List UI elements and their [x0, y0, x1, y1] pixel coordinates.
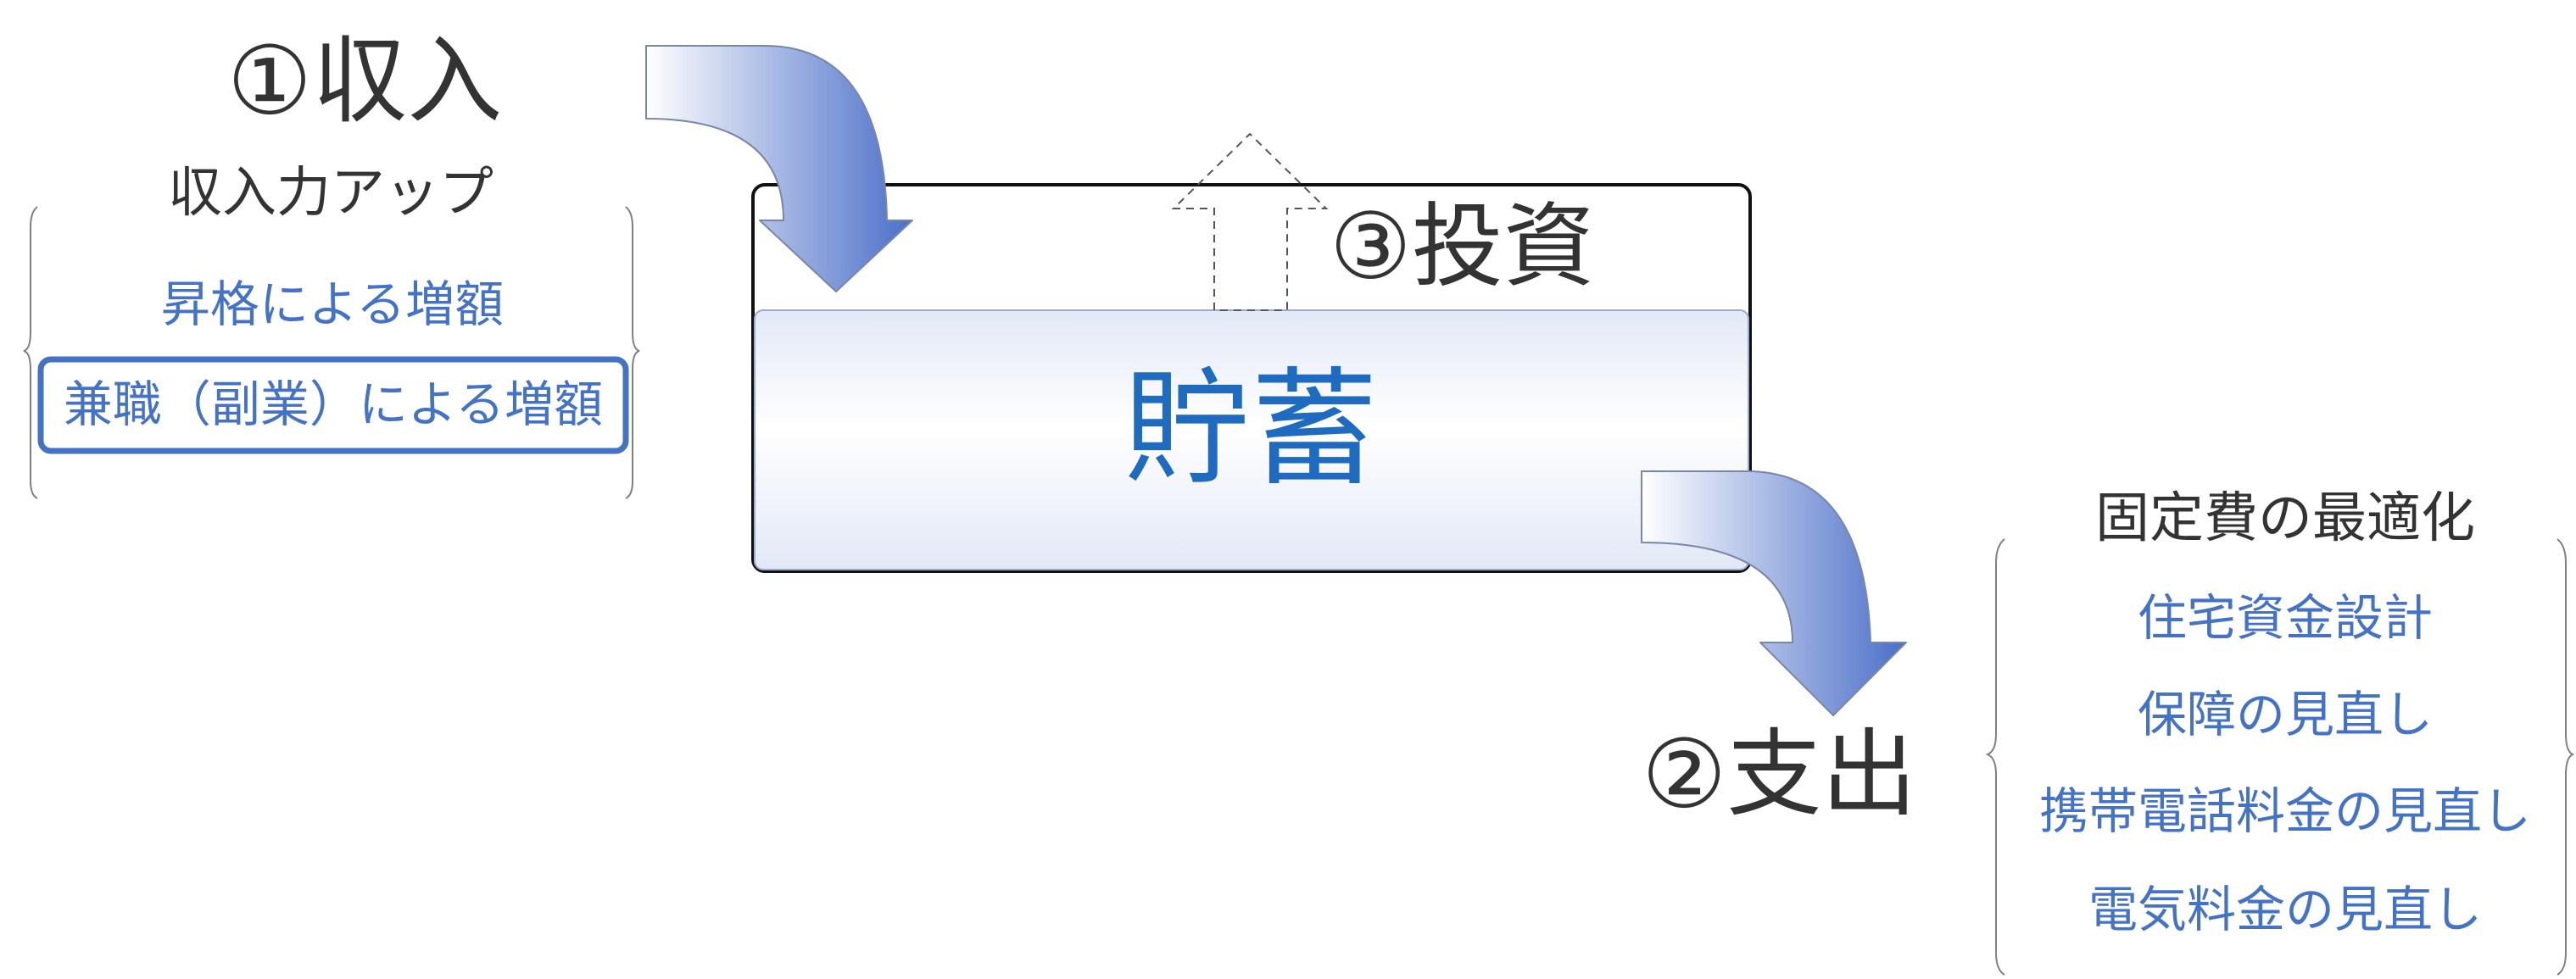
expense-item-insurance: 保障の見直し — [2137, 686, 2433, 743]
income-item-promotion: 昇格による増額 — [160, 275, 505, 333]
expense-item-electricity: 電気料金の見直し — [2088, 881, 2482, 938]
income-item-side-job: 兼職（副業）による増額 — [63, 375, 604, 433]
expense-item-mobile: 携帯電話料金の見直し — [2038, 782, 2531, 840]
expense-item-housing: 住宅資金設計 — [2137, 589, 2433, 647]
income-brace-right — [625, 206, 640, 499]
savings-label: 貯蓄 — [1123, 356, 1378, 503]
income-subheading: 収入力アップ — [168, 162, 493, 225]
expense-subheading: 固定費の最適化 — [2095, 487, 2475, 550]
expense-brace-left — [1985, 538, 2005, 976]
expense-heading: ②支出 — [1642, 720, 1917, 830]
income-heading: ①収入 — [226, 26, 503, 136]
highlight-box — [37, 356, 629, 454]
expense-brace-right — [2556, 538, 2575, 976]
expense-arrow — [1641, 470, 1907, 716]
investment-arrow — [1171, 132, 1329, 311]
income-arrow — [645, 45, 913, 292]
income-brace-left — [23, 206, 38, 499]
investment-heading: ③投資 — [1330, 194, 1595, 300]
